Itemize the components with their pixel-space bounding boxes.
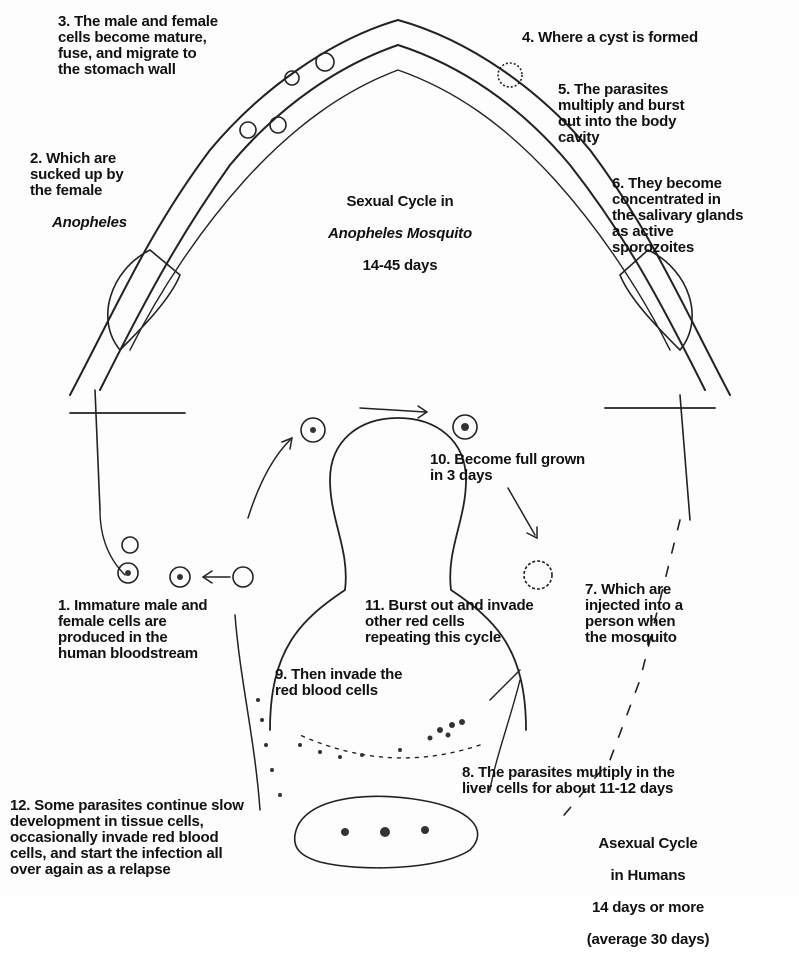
step-1-label: 1. Immature male and female cells are pr… [58,598,207,662]
cell-immature-4 [122,537,138,553]
step-2-text: 2. Which are sucked up by the female [30,150,123,199]
step-8-label: 8. The parasites multiply in the liver c… [462,765,675,797]
arrow-cell-to-cell [360,408,425,412]
cell-burst [524,561,552,589]
arrow-descending-right [508,488,535,535]
asexual-cycle-line-4: (average 30 days) [548,932,748,948]
arrow-relapse [235,615,260,810]
cell-mosquito-3 [270,117,286,133]
asexual-cycle-line-3: 14 days or more [548,900,748,916]
cell-mosquito-2 [240,122,256,138]
left-proboscis-line [95,390,100,510]
asexual-cycle-caption: Asexual Cycle in Humans 14 days or more … [548,820,748,964]
sexual-cycle-line-3: 14-45 days [300,258,500,274]
cell-immature-1 [233,567,253,587]
step-12-label: 12. Some parasites continue slow develop… [10,798,244,878]
asexual-cycle-line-1: Asexual Cycle [548,836,748,852]
asexual-cycle-line-2: in Humans [548,868,748,884]
arrow-bottom-curve [300,735,480,758]
arrow-rising [248,440,290,518]
step-6-label: 6. They become concentrated in the saliv… [612,176,743,256]
sexual-cycle-line-1: Sexual Cycle in [300,194,500,210]
step-10-label: 10. Become full grown in 3 days [430,452,585,484]
step-2-label: 2. Which are sucked up by the female Ano… [30,135,127,231]
step-3-label: 3. The male and female cells become matu… [58,14,218,78]
malaria-life-cycle-diagram: 1. Immature male and female cells are pr… [0,0,799,895]
step-9-label: 9. Then invade the red blood cells [275,667,402,699]
step-2-italic-text: Anopheles [52,214,127,231]
sexual-cycle-caption: Sexual Cycle in Anopheles Mosquito 14-45… [300,178,500,290]
right-proboscis-line [680,395,690,520]
step-4-label: 4. Where a cyst is formed [522,30,698,46]
step-5-label: 5. The parasites multiply and burst out … [558,82,684,146]
sexual-cycle-line-2: Anopheles Mosquito [300,226,500,242]
step-11-label: 11. Burst out and invade other red cells… [365,598,534,646]
step-7-label: 7. Which are injected into a person when… [585,582,683,646]
cell-mosquito-1 [316,53,334,71]
